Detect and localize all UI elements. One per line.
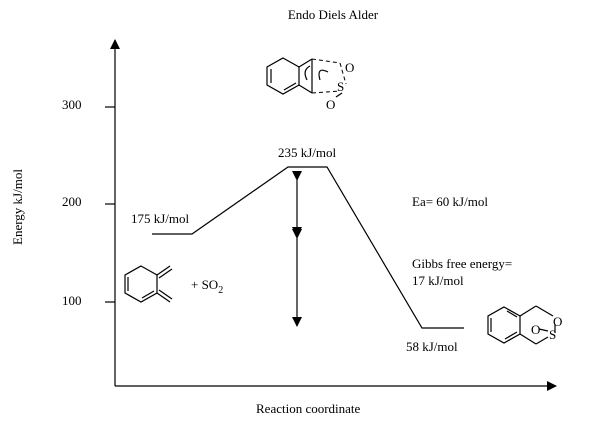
product-oxygen-ring: O [553,314,562,329]
ts-oxygen-top: O [345,60,354,75]
y-tick-label-100: 100 [62,293,82,308]
transition-state-structure [266,57,347,98]
y-axis-label: Energy kJ/mol [10,169,25,245]
gibbs-energy-label-line1: Gibbs free energy= [412,256,512,271]
energy-profile-line [152,166,464,329]
product-sulfur: S [549,327,556,342]
product-oxygen-exo: O [531,322,540,337]
product-structure [487,305,556,345]
reactant-structure [124,265,173,303]
activation-energy-label: Ea= 60 kJ/mol [412,194,488,209]
ts-oxygen-bottom: O [326,97,335,112]
reactant-energy-label: 175 kJ/mol [131,211,190,226]
product-energy-label: 58 kJ/mol [406,339,458,354]
x-axis-label: Reaction coordinate [256,401,361,416]
reagent-plus-so2: + SO2 [191,277,223,296]
gibbs-energy-label-line2: 17 kJ/mol [412,273,464,288]
y-tick-label-300: 300 [62,97,82,112]
ts-energy-label: 235 kJ/mol [278,145,337,160]
y-tick-label-200: 200 [62,194,82,209]
diagram-title: Endo Diels Alder [288,7,379,22]
ts-sulfur: S [337,79,344,94]
